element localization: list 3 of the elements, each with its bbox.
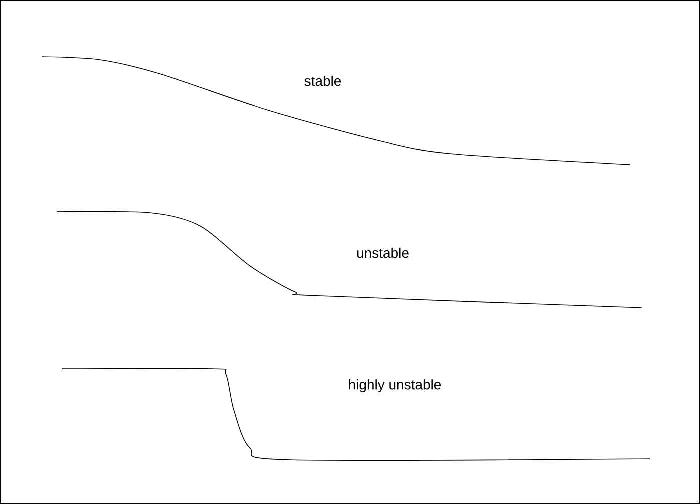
curve-label: highly unstable bbox=[349, 379, 442, 393]
curve-label: unstable bbox=[357, 248, 409, 258]
curve-label: stable bbox=[304, 76, 342, 86]
